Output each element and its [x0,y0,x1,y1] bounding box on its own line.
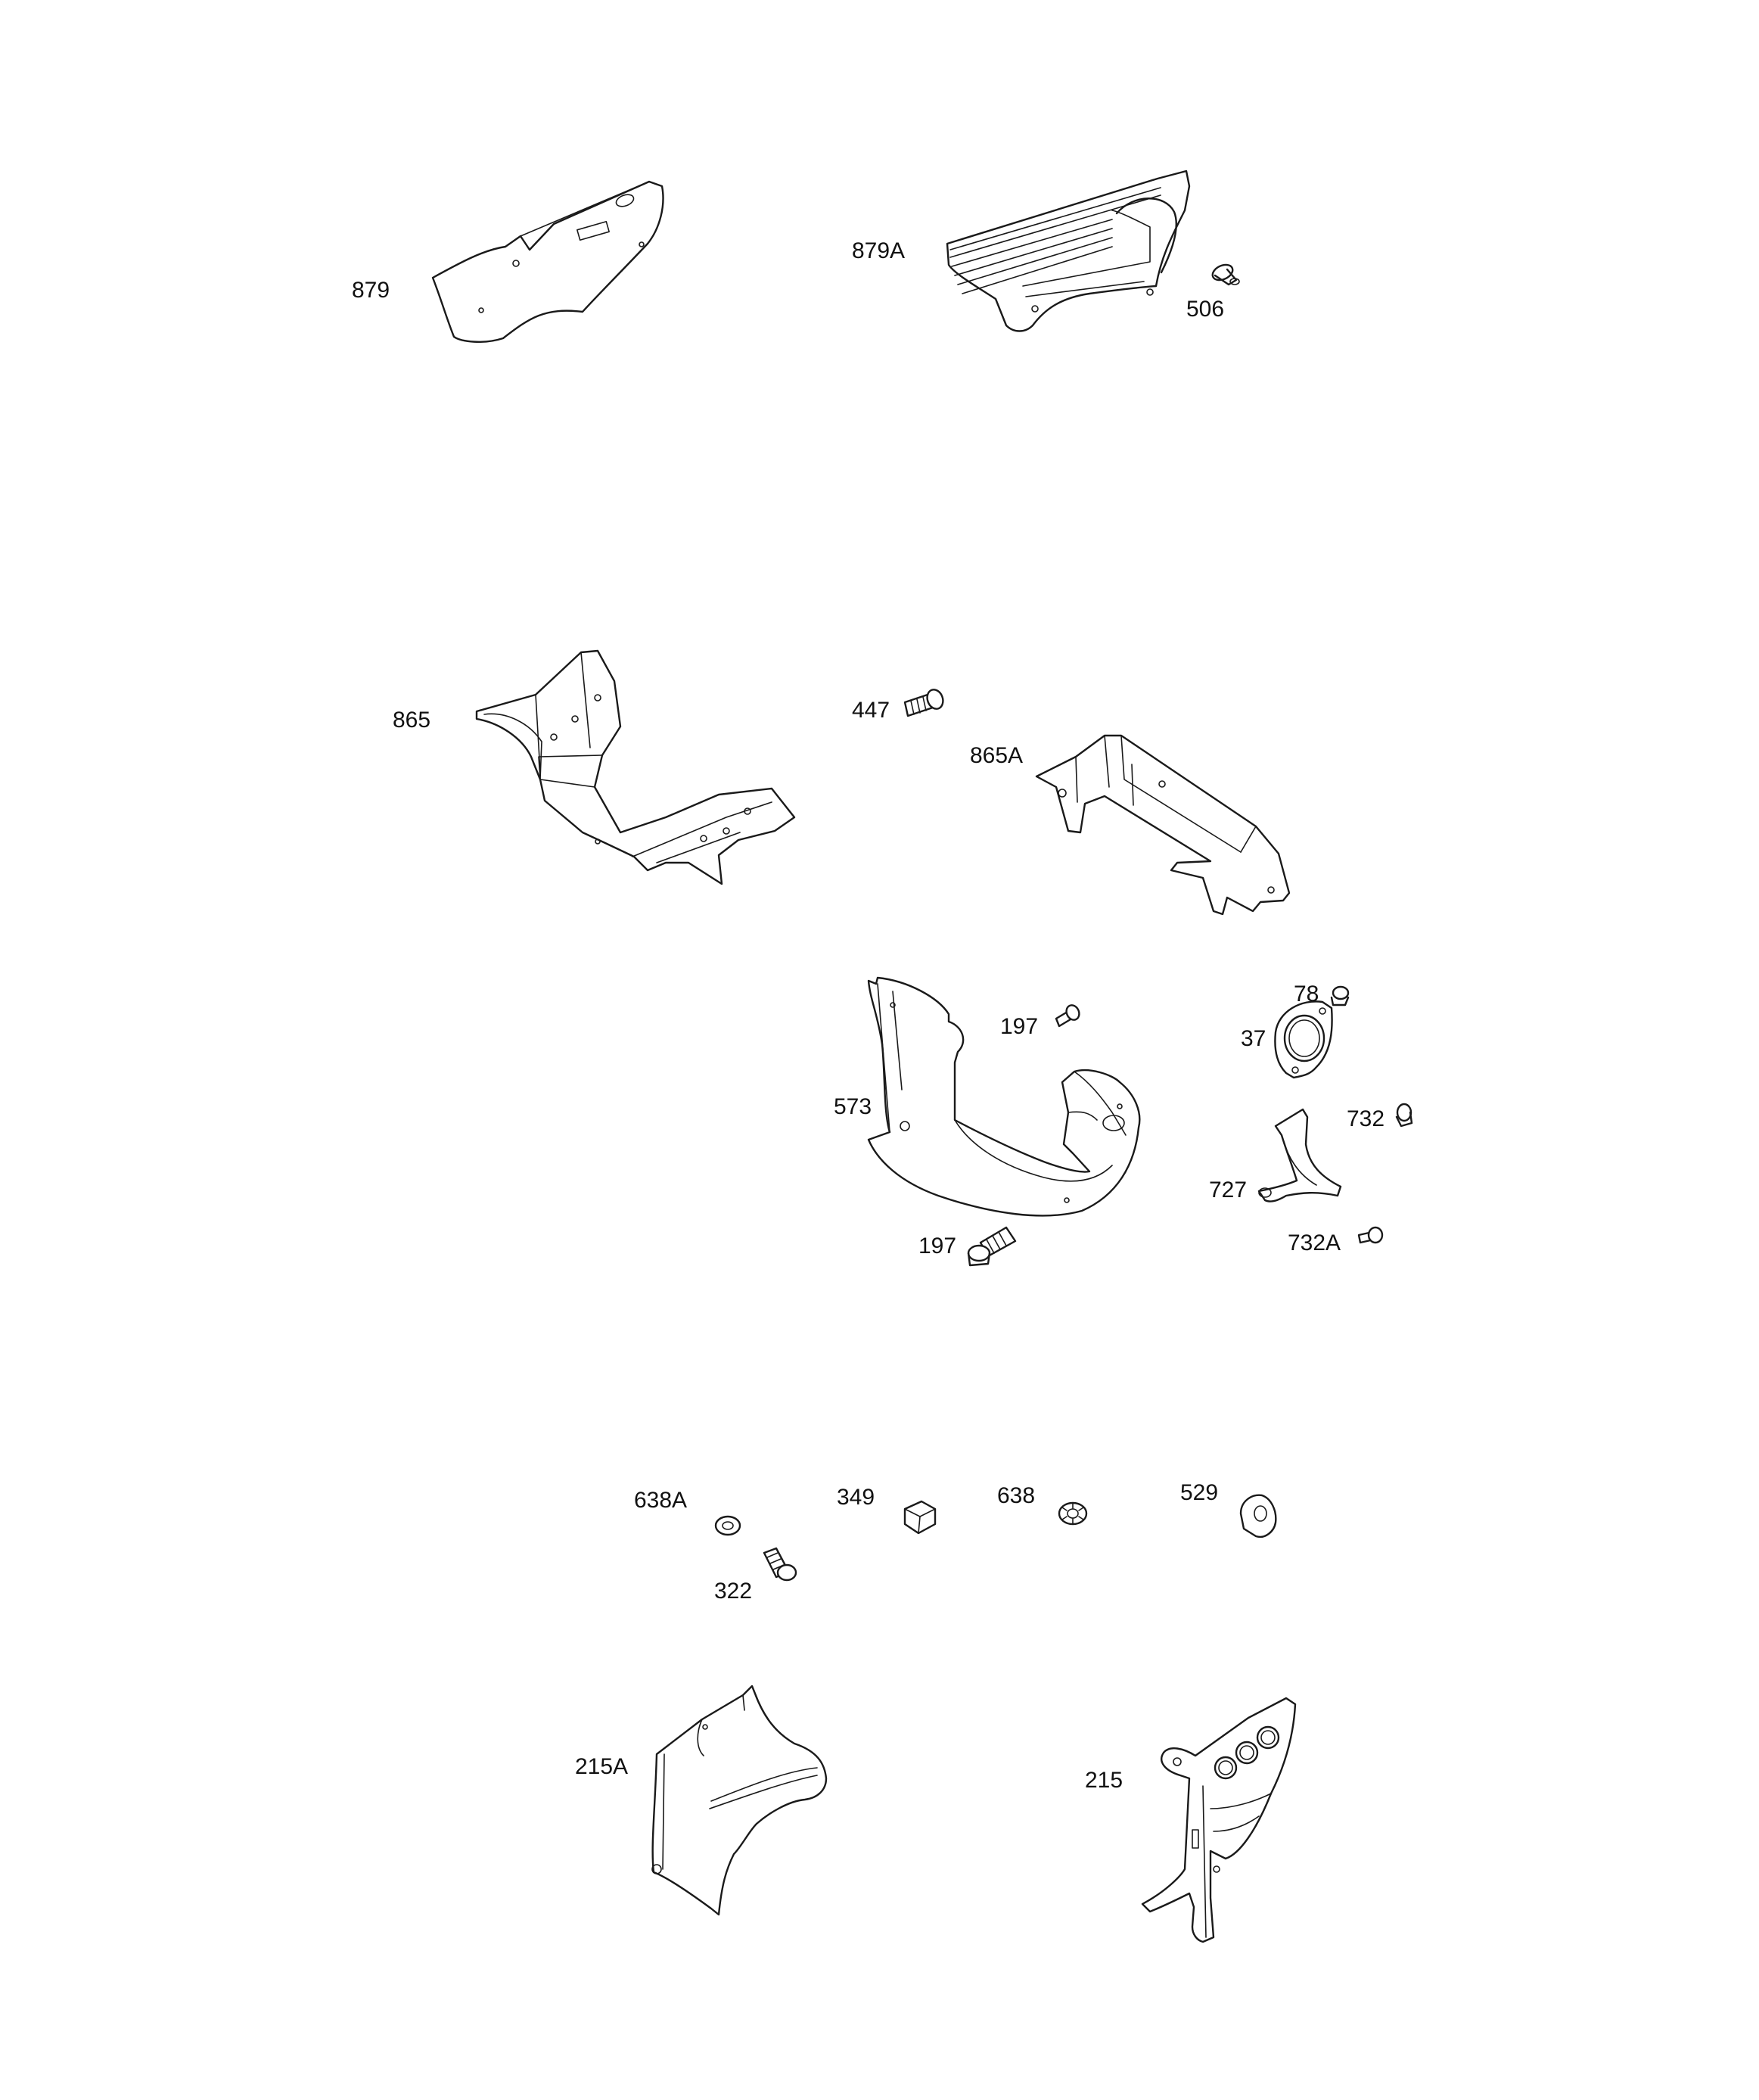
callout-447: 447 [852,698,890,723]
callout-727: 727 [1209,1178,1247,1202]
part-529-grommet[interactable] [1239,1494,1277,1538]
callout-197-lower: 197 [918,1234,956,1258]
callout-638: 638 [997,1483,1035,1508]
part-197-screw-upper[interactable] [1055,1003,1081,1028]
callout-506: 506 [1186,297,1224,322]
callout-732A: 732A [1288,1230,1341,1255]
part-322-bolt[interactable] [763,1547,797,1582]
callout-865A: 865A [970,743,1023,768]
part-447-bolt[interactable] [903,687,946,717]
part-638A-washer[interactable] [714,1515,741,1536]
callout-349: 349 [837,1485,875,1510]
callout-322: 322 [714,1579,752,1604]
callout-37: 37 [1241,1026,1266,1051]
callout-215: 215 [1085,1768,1123,1793]
part-865A-angle-bracket[interactable] [1035,734,1291,916]
part-37-gasket[interactable] [1274,1000,1333,1079]
callout-529: 529 [1180,1480,1218,1505]
callout-197-upper: 197 [1000,1014,1038,1039]
part-215-head-shroud[interactable] [1141,1697,1297,1943]
part-573-baffle[interactable] [867,976,1141,1217]
part-506-screw[interactable] [1210,262,1240,286]
part-865-bracket-shroud[interactable] [475,649,796,885]
callout-732: 732 [1347,1106,1385,1131]
callout-78: 78 [1294,982,1319,1006]
part-197-bolt-lower[interactable] [967,1226,1017,1267]
callout-215A: 215A [575,1754,628,1779]
part-349-hex-nut[interactable] [903,1500,937,1535]
callout-879: 879 [352,278,390,303]
part-732A-screw[interactable] [1357,1226,1384,1244]
part-727-strap[interactable] [1257,1108,1342,1202]
part-638-lock-washer[interactable] [1058,1501,1088,1526]
part-879A-grille-cover[interactable] [946,170,1191,332]
callout-573: 573 [834,1094,872,1119]
part-879-shield[interactable] [431,180,664,343]
callout-638A: 638A [634,1488,687,1513]
callout-865: 865 [393,708,430,733]
part-215A-air-guide[interactable] [651,1685,828,1916]
callout-879A: 879A [852,238,905,263]
part-732-screw[interactable] [1395,1103,1413,1128]
part-78-screw[interactable] [1330,985,1350,1006]
